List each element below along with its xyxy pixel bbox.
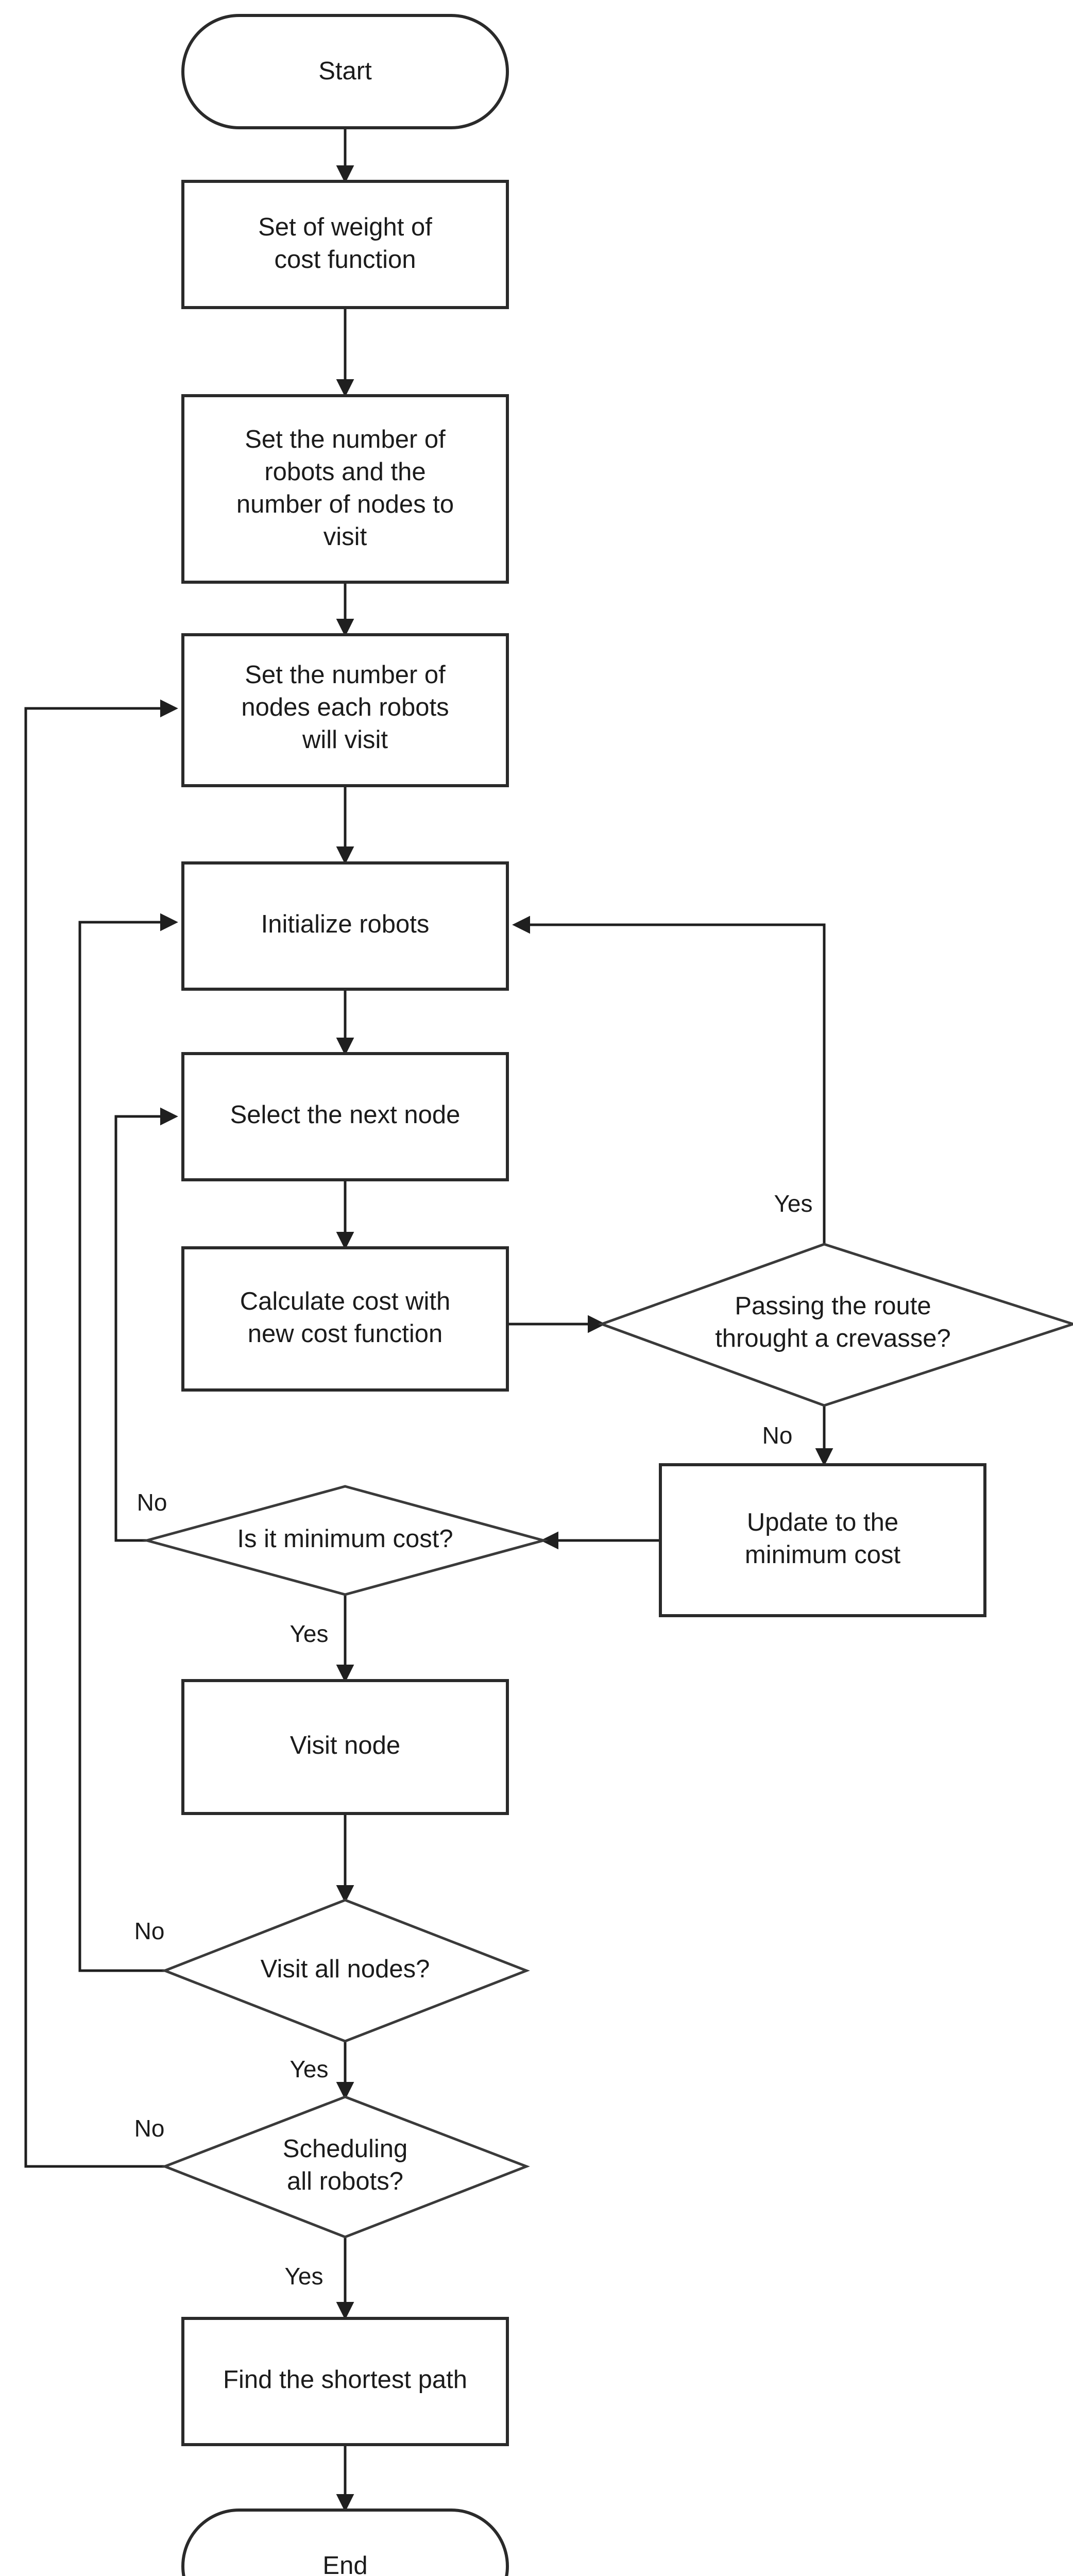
set-nodes-shape <box>181 633 509 787</box>
set-robots-shape <box>181 394 509 584</box>
node-update-cost[interactable]: Update to the minimum cost <box>659 1463 986 1617</box>
edge-min-cost-no-to-select-node <box>114 1107 178 1542</box>
edge-label-crevasse-no: No <box>762 1422 793 1449</box>
min-cost-label: Is it minimum cost? <box>237 1525 453 1553</box>
node-end[interactable]: End <box>181 2509 509 2576</box>
visit-all-label: Visit all nodes? <box>261 1955 430 1983</box>
end-label: End <box>322 2552 367 2576</box>
select-node-shape <box>181 1052 509 1181</box>
sched-all-label-line2: all robots? <box>287 2167 403 2195</box>
edge-label-min-cost-yes: Yes <box>289 1620 328 1647</box>
edge-visit-all-no-to-init-robots <box>78 913 178 1972</box>
node-start[interactable]: Start <box>181 14 509 129</box>
node-select-node[interactable]: Select the next node <box>181 1052 509 1181</box>
update-cost-label-line2: minimum cost <box>745 1541 901 1569</box>
node-visit-all[interactable]: Visit all nodes? <box>161 1899 530 2043</box>
sched-all-label-line1: Scheduling <box>283 2135 407 2163</box>
sched-all-shape <box>161 2095 530 2239</box>
calc-cost-label-line2: new cost function <box>248 1320 443 1348</box>
set-nodes-label-line2: nodes each robots <box>241 693 449 721</box>
set-weight-label-line2: cost function <box>274 246 416 274</box>
crevasse-label-line1: Passing the route <box>735 1292 931 1320</box>
node-find-path[interactable]: Find the shortest path <box>181 2317 509 2446</box>
find-path-shape <box>181 2317 509 2446</box>
node-visit-node[interactable]: Visit node <box>181 1679 509 1815</box>
set-robots-label-line2: robots and the <box>264 458 425 486</box>
update-cost-shape <box>659 1463 986 1617</box>
node-sched-all[interactable]: Scheduling all robots? <box>161 2095 530 2239</box>
calc-cost-label-line1: Calculate cost with <box>240 1287 451 1315</box>
node-set-nodes[interactable]: Set the number of nodes each robots will… <box>181 633 509 787</box>
visit-node-label: Visit node <box>290 1732 400 1759</box>
visit-node-shape <box>181 1679 509 1815</box>
edge-label-sched-all-yes: Yes <box>284 2263 323 2290</box>
node-set-robots[interactable]: Set the number of robots and the number … <box>181 394 509 584</box>
start-label: Start <box>318 57 372 85</box>
edge-sched-all-no-to-set-nodes <box>24 699 178 2168</box>
crevasse-label-line2: throught a crevasse? <box>715 1325 951 1352</box>
edge-crevasse-yes-to-init-robots <box>512 916 826 1244</box>
set-nodes-label-line1: Set the number of <box>245 661 446 689</box>
select-node-label: Select the next node <box>230 1101 461 1129</box>
set-nodes-label-line3: will visit <box>302 726 388 754</box>
update-cost-label-line1: Update to the <box>747 1509 898 1536</box>
node-set-weight[interactable]: Set of weight of cost function <box>181 180 509 309</box>
edge-label-sched-all-no: No <box>134 2115 165 2142</box>
edge-label-crevasse-yes: Yes <box>774 1190 812 1217</box>
node-crevasse[interactable]: Passing the route throught a crevasse? <box>598 1243 1073 1407</box>
edge-label-min-cost-no: No <box>137 1489 167 1516</box>
set-weight-label-line1: Set of weight of <box>258 213 432 241</box>
node-calc-cost[interactable]: Calculate cost with new cost function <box>181 1246 509 1392</box>
edge-labels: Yes No No Yes No Yes No Yes <box>134 1190 813 2290</box>
edge-label-visit-all-no: No <box>134 1918 165 1944</box>
calc-cost-shape <box>181 1246 509 1392</box>
visit-all-shape <box>161 1899 530 2043</box>
set-robots-label-line4: visit <box>323 523 367 551</box>
find-path-label: Find the shortest path <box>223 2366 467 2394</box>
init-robots-shape <box>181 861 509 991</box>
end-shape <box>181 2509 509 2576</box>
set-weight-shape <box>181 180 509 309</box>
init-robots-label: Initialize robots <box>261 910 430 938</box>
set-robots-label-line3: number of nodes to <box>236 490 454 518</box>
start-shape <box>181 14 509 129</box>
set-robots-label-line1: Set the number of <box>245 426 446 453</box>
edge-label-visit-all-yes: Yes <box>289 2056 328 2082</box>
crevasse-shape <box>598 1243 1073 1407</box>
node-min-cost[interactable]: Is it minimum cost? <box>142 1485 549 1596</box>
min-cost-shape <box>142 1485 549 1596</box>
node-init-robots[interactable]: Initialize robots <box>181 861 509 991</box>
connectors <box>24 128 833 2512</box>
